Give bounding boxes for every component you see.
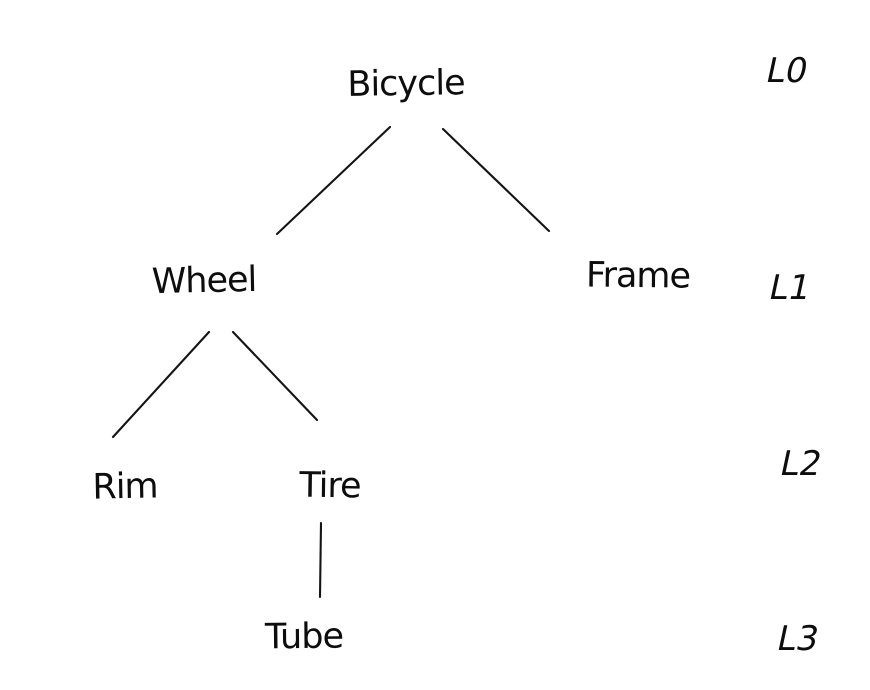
- edge-tire-tube: [318, 521, 323, 599]
- edge-wheel-tire: [231, 330, 319, 422]
- edge-bicycle-wheel: [275, 125, 392, 236]
- node-wheel: Wheel: [151, 259, 257, 303]
- node-rim: Rim: [92, 466, 158, 508]
- level-label-l2: L2: [776, 444, 826, 484]
- node-frame: Frame: [585, 255, 691, 297]
- level-label-l3: L3: [773, 619, 823, 659]
- edge-wheel-rim: [111, 330, 211, 439]
- node-bicycle: Bicycle: [347, 63, 465, 105]
- node-tube: Tube: [264, 616, 344, 658]
- level-label-l0: L0: [762, 51, 812, 91]
- node-tire: Tire: [299, 465, 361, 507]
- level-label-l1: L1: [765, 268, 815, 308]
- edge-bicycle-frame: [441, 127, 551, 233]
